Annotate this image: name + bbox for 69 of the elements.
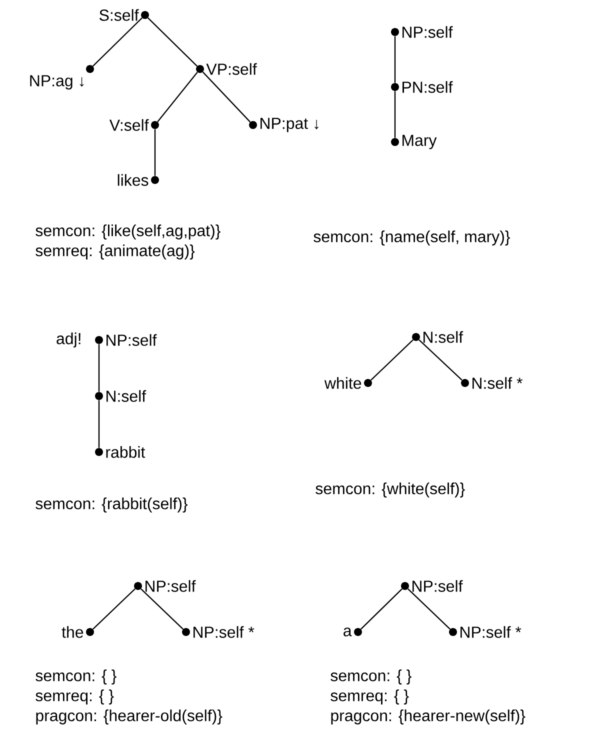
tree-branch (370, 339, 414, 381)
tree-node: N:self (95, 390, 146, 402)
tree-node: NP:ag ↓ (30, 65, 94, 90)
node-label: NP:pat ↓ (260, 118, 318, 132)
tree-node: NP:self (134, 580, 196, 592)
node-label: NP:self (106, 334, 157, 346)
feature-text: semcon: { } (36, 670, 116, 684)
feature-text: semcon: { } (330, 670, 412, 684)
tree-branch (154, 129, 156, 176)
node-label: NP:self (146, 580, 196, 592)
tree-branch (148, 18, 198, 66)
tree-node: N:self * (461, 377, 522, 389)
tree-branch (157, 72, 198, 122)
tree-branch (202, 72, 251, 122)
node-label: Mary (402, 134, 437, 150)
node-label: NP:self * (460, 626, 522, 638)
tree-node: PN:self (391, 81, 453, 93)
tree-node: NP:pat ↓ (249, 118, 318, 132)
tree-node: NP:self (391, 26, 453, 38)
tree-branch (98, 400, 100, 448)
node-label: a (344, 628, 352, 636)
feature-text: pragcon: {hearer-new(self)} (331, 710, 526, 724)
tree-node: NP:self * (449, 626, 522, 638)
node-label: V:self (109, 119, 149, 131)
tree-node: likes (118, 174, 159, 186)
tree-branch (92, 18, 142, 66)
tree-branch (140, 588, 184, 630)
tree-node: NP:self (95, 334, 157, 346)
node-label: N:self (424, 331, 464, 343)
feature-text: semcon: {rabbit(self)} (36, 498, 188, 512)
tree-node: NP:self * (182, 626, 254, 638)
tree-branch (418, 339, 462, 381)
tree-branch (394, 36, 396, 83)
feature-text: semcon: {like(self,ag,pat)} (36, 224, 220, 240)
tree-node: the (62, 626, 94, 638)
feature-text: pragcon: {hearer-old(self)} (36, 710, 222, 724)
tree-node: V:self (109, 119, 159, 131)
feature-text: semreq: { } (330, 690, 409, 704)
node-label: NP:self * (194, 626, 254, 638)
tree-node: a (344, 628, 362, 636)
node-label: NP:ag ↓ (30, 75, 84, 90)
feature-text: semreq: {animate(ag)} (36, 244, 195, 260)
tree-node: VP:self (196, 63, 257, 75)
node-label: NP:self (402, 26, 453, 38)
node-label: NP:self (412, 580, 463, 592)
node-label: white (324, 377, 362, 389)
node-label: VP:self (206, 63, 257, 75)
tree-branch (360, 588, 402, 630)
tree-branch (92, 588, 136, 630)
tree-branch (98, 344, 100, 392)
tree-branch (408, 588, 450, 630)
tree-node: NP:self (401, 580, 463, 592)
tree-node: Mary (391, 134, 437, 150)
node-label: the (62, 626, 84, 638)
node-label: N:self (106, 390, 146, 402)
node-label: PN:self (402, 81, 453, 93)
tree-branch (394, 91, 396, 138)
feature-text: semcon: {name(self, mary)} (314, 230, 510, 246)
node-label: rabbit (106, 446, 146, 458)
feature-text: semcon: {white(self)} (316, 482, 465, 498)
tree-node: N:self (412, 331, 464, 343)
tree-node: white (324, 377, 372, 389)
feature-text: semreq: { } (36, 690, 114, 704)
tree-node: S:self (100, 9, 149, 21)
node-label: likes (118, 174, 148, 186)
node-annotation: adj! (56, 332, 80, 348)
tree-node: rabbit (95, 446, 146, 458)
node-label: N:self * (472, 377, 522, 389)
node-label: S:self (100, 9, 139, 21)
